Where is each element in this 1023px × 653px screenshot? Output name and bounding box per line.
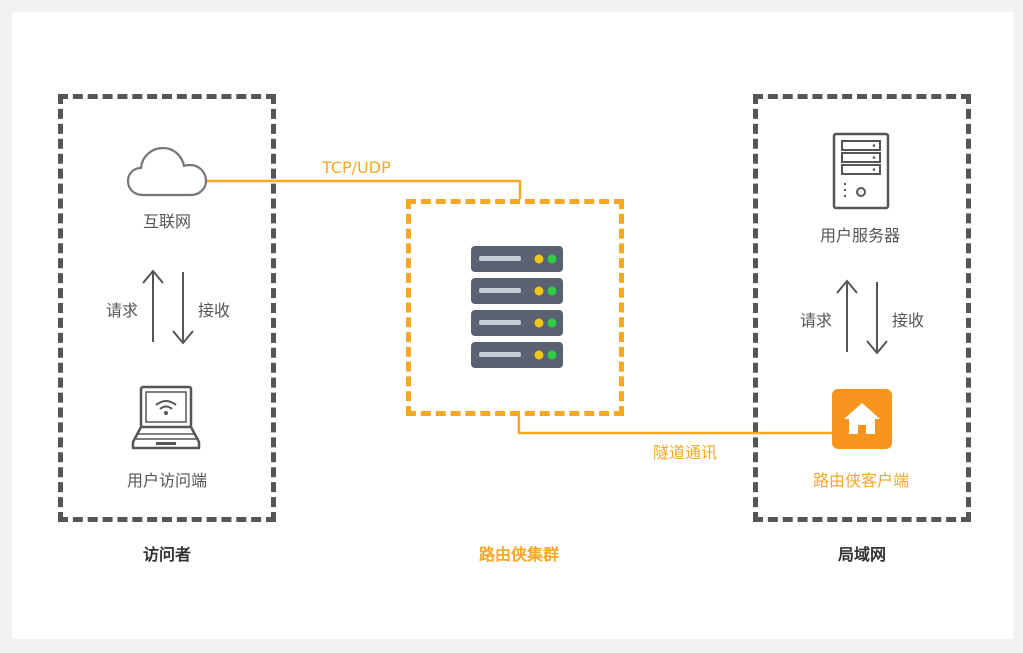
visitor-client-label: 用户访问端 (126, 471, 207, 490)
cloud-icon (126, 146, 208, 197)
lan-group-box (753, 94, 971, 522)
cluster-caption: 路由侠集群 (478, 545, 559, 564)
visitor-receive-label: 接收 (197, 301, 230, 320)
visitor-request-arrow (142, 269, 164, 342)
lan-request-label: 请求 (799, 311, 832, 330)
visitor-request-label: 请求 (105, 301, 138, 320)
server-rack-icon (471, 246, 563, 368)
visitor-receive-arrow (172, 272, 194, 345)
cluster-group-box (406, 199, 624, 416)
tunnel-label: 隧道通讯 (653, 443, 718, 462)
visitor-caption: 访问者 (142, 545, 191, 564)
tower-server-icon (832, 132, 890, 210)
internet-label: 互联网 (142, 212, 191, 231)
home-icon (832, 389, 892, 449)
lan-receive-arrow (866, 282, 888, 355)
tunnel-link (517, 416, 832, 435)
lan-receive-label: 接收 (891, 311, 924, 330)
visitor-group-box (58, 94, 276, 522)
tcp-udp-link (205, 179, 522, 199)
lan-caption: 局域网 (837, 545, 886, 564)
tcp-udp-label: TCP/UDP (322, 158, 391, 177)
lan-request-arrow (836, 279, 858, 352)
lan-client-label: 路由侠客户端 (812, 471, 909, 490)
laptop-wifi-icon (131, 385, 201, 450)
lan-server-label: 用户服务器 (819, 226, 900, 245)
